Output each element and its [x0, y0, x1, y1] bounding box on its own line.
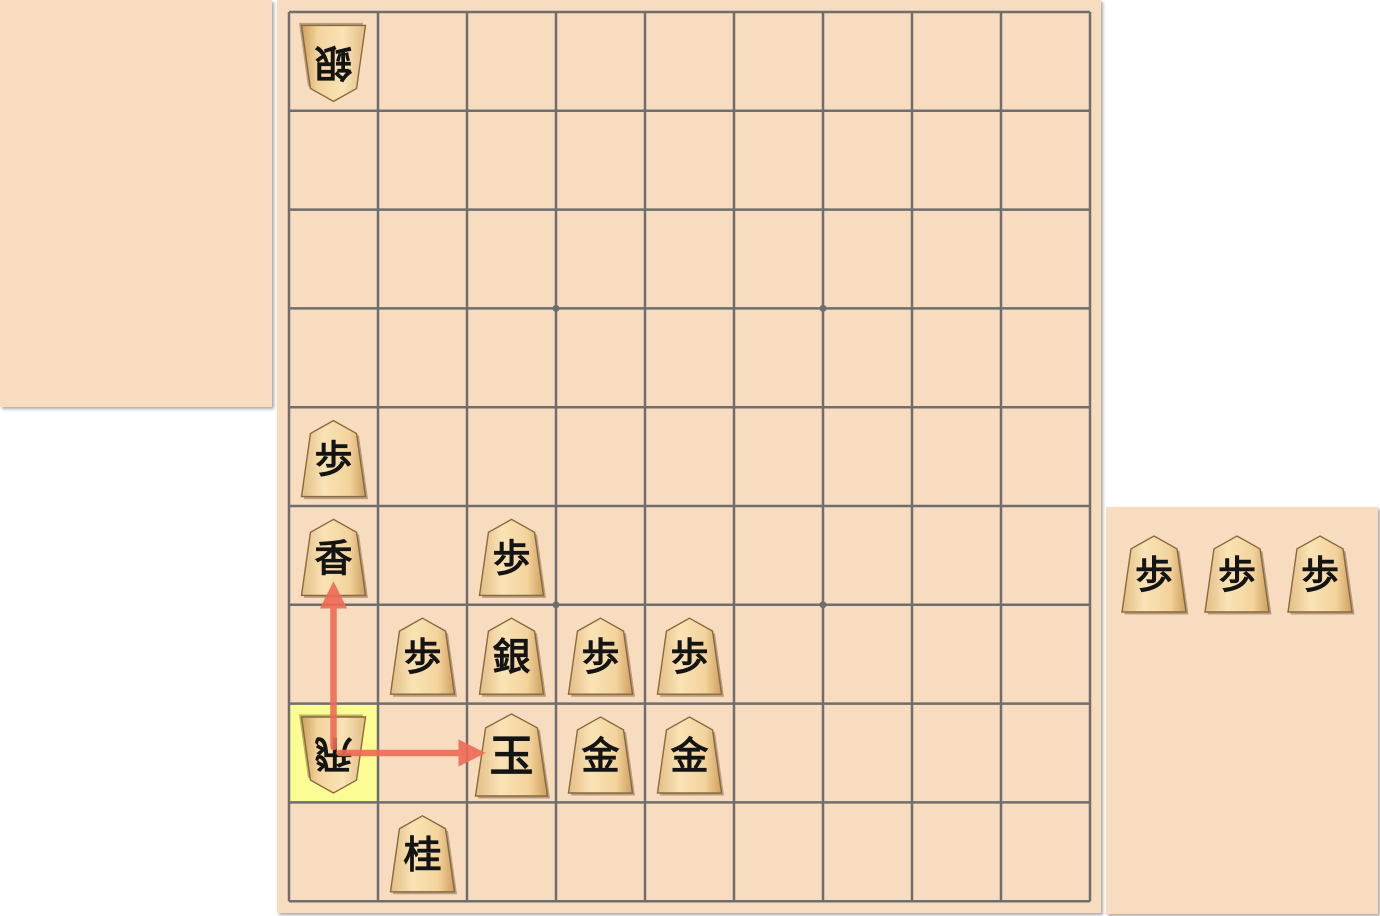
piece-label: 歩	[403, 634, 441, 679]
hand-piece-2[interactable]: 歩	[1204, 535, 1272, 615]
piece-kin-col4-row7[interactable]: 金	[656, 716, 725, 796]
gote-piece-stand	[0, 0, 272, 407]
star-point	[552, 304, 560, 312]
piece-label: 歩	[1135, 552, 1173, 597]
piece-fu-col1-row6[interactable]: 歩	[389, 617, 458, 697]
piece-gote-hi[interactable]: 飛	[299, 714, 367, 794]
piece-label: 歩	[670, 634, 708, 679]
piece-label: 金	[580, 733, 620, 778]
star-point	[819, 304, 827, 312]
shogi-board: 銀歩香歩歩銀歩歩飛玉金金桂	[277, 0, 1101, 913]
piece-gote-gin[interactable]: 銀	[299, 22, 367, 103]
piece-gin-col2-row6[interactable]: 銀	[478, 617, 547, 697]
piece-kyo-col0-row5[interactable]: 香	[300, 518, 369, 598]
piece-label: 玉	[490, 731, 534, 782]
piece-label: 歩	[314, 437, 352, 482]
piece-label: 歩	[1301, 552, 1339, 597]
piece-label: 銀	[492, 634, 530, 679]
hand-piece-1[interactable]: 歩	[1121, 535, 1189, 615]
piece-label: 桂	[403, 832, 441, 877]
piece-label: 銀	[314, 40, 352, 85]
piece-label: 歩	[492, 535, 530, 580]
star-point	[819, 601, 827, 609]
piece-fu-col4-row6[interactable]: 歩	[656, 617, 725, 697]
piece-kin-col3-row7[interactable]: 金	[567, 716, 636, 796]
piece-label: 香	[314, 535, 352, 580]
piece-label: 金	[669, 733, 709, 778]
piece-label: 歩	[581, 634, 619, 679]
piece-fu-col0-row4[interactable]: 歩	[300, 419, 369, 500]
piece-gyoku[interactable]: 玉	[474, 713, 551, 799]
sente-piece-stand: 歩歩歩	[1106, 507, 1378, 914]
piece-kei-col1-row8[interactable]: 桂	[389, 814, 458, 895]
piece-fu-col3-row6[interactable]: 歩	[567, 617, 636, 697]
board-canvas: 銀歩香歩歩銀歩歩飛玉金金桂	[287, 10, 1092, 903]
piece-label: 歩	[1218, 552, 1256, 597]
sente-hand-canvas: 歩歩歩	[1121, 535, 1355, 615]
piece-fu-col2-row5[interactable]: 歩	[478, 518, 547, 598]
hand-piece-3[interactable]: 歩	[1287, 535, 1355, 615]
star-point	[552, 601, 560, 609]
